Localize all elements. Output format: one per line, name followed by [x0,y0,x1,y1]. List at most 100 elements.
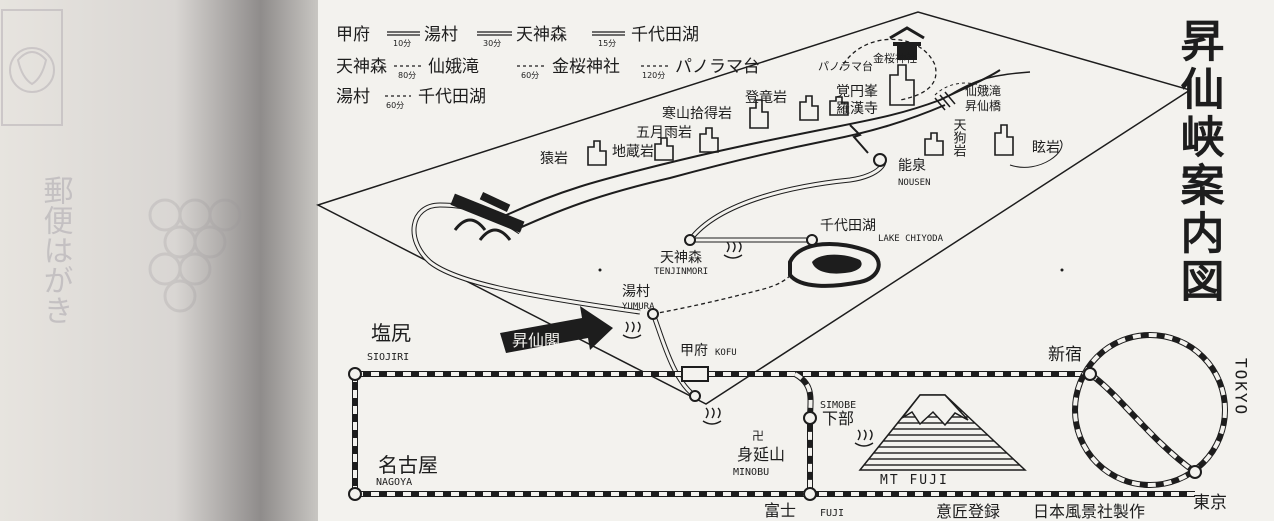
route-text-tenjin-2: 天神森 [336,57,387,77]
route-text-tenjin: 天神森 [516,25,567,45]
nagoya-station-marker [348,487,362,501]
route-time-7: 60分 [386,101,404,110]
rail-chuo-tokyo-dash [1088,372,1197,474]
river-upstream [949,71,1031,96]
route-line-3 [592,31,625,36]
trail-to-panorama [934,82,991,96]
shosenkaku-label: 昇仙閣 [512,331,560,350]
station-label-minobu: 身延山 [737,445,785,464]
route-text-chiyoda: 千代田湖 [631,25,699,45]
tenjinmori-marker [684,234,696,246]
route-text-chiyoda-2: 千代田湖 [418,87,486,107]
rock-icon-toryu [799,95,819,121]
route-text-kofu: 甲府 [336,25,370,45]
shiojiri-station-marker [348,367,362,381]
railway [348,332,1228,501]
route-text-yumura-2: 湯村 [336,87,370,107]
bridge-icon [450,193,525,241]
route-text-panorama: パノラマ台 [675,57,760,77]
station-label-shiojiri: 塩尻 [371,321,411,345]
route-line-1 [387,31,420,36]
postage-stamp [1,9,63,126]
rail-yamanote-dash [1073,333,1227,487]
station-label-shiojiri-en: SIOJIRI [367,352,409,363]
simobe-station-marker [803,411,817,425]
place-label-kofu-en: KOFU [715,348,737,358]
route-time-3: 15分 [598,39,616,48]
station-label-simobe-en: SIMOBE [820,400,856,411]
rock-icon-kanzan [749,99,769,129]
place-label-kofu: 甲府 [680,343,708,359]
speck [1060,268,1064,272]
place-label-yumura-en: YUMURA [622,302,655,312]
route-text-yumura: 湯村 [424,25,458,45]
place-label-chiyoda: 千代田湖 [820,218,876,234]
station-label-minobu-en: MINOBU [733,467,769,478]
route-time-2: 30分 [483,39,501,48]
label-mt-fuji: MT FUJI [880,473,949,488]
rock-label-gogatsu: 五月雨岩 [636,125,692,141]
kofu-spur-marker [689,390,701,402]
station-label-nagoya: 名古屋 [378,453,438,477]
rock-icon-kakuen [829,96,849,116]
rock-icon-gen [994,124,1014,156]
route-line-2 [477,31,512,36]
trail-gen [1009,139,1063,168]
footer-publisher: 日本風景社製作 [1033,502,1145,521]
place-label-nousen: 能泉 [898,157,926,174]
lake-chiyoda-water [812,254,862,274]
rock-label-saru: 猿岩 [540,151,568,167]
station-label-tokyo: 東京 [1193,493,1227,513]
rock-icon-tengu [924,132,944,156]
stairs-icon [849,124,869,154]
rock-icons [587,64,1014,166]
chiyoda-marker [806,234,818,246]
station-label-shinjuku: 新宿 [1048,345,1082,365]
rock-label-tengu: 天狗岩 [951,118,967,157]
rock-label-toryu: 登竜岩 [745,89,787,106]
yumura-marker [647,308,659,320]
road-yumura-kofu-inner [651,313,696,398]
ara-river-north-bank [499,69,1001,219]
route-time-6: 120分 [642,71,665,80]
map-title: 昇仙峡案内図 [1173,18,1225,306]
speck [598,268,602,272]
place-label-kinpu: 金桜神社 [873,51,917,65]
ara-river-south-bank [514,104,946,231]
place-label-panorama: パノラマ台 [818,59,873,73]
place-label-tenjin: 天神森 [660,250,702,266]
station-label-fuji-en: FUJI [820,508,844,519]
rock-icon-kakuen-peak [889,64,915,106]
tokyo-station-marker [1188,465,1202,479]
waterfall-icon [934,91,956,111]
grape-watermark-icon [148,198,242,313]
onsen-icon-kofu [702,407,722,425]
station-label-fuji: 富士 [764,501,796,520]
onsen-icons [622,241,874,447]
shosenkaku-arrow-icon: 昇仙閣 [500,306,613,353]
rock-label-gen: 眩岩 [1032,140,1060,156]
shrine-icon [889,26,925,60]
rock-icon-jizo [654,137,674,161]
place-label-senga: 仙娥滝 [965,84,1001,98]
trail-kinpu [839,38,937,101]
rock-label-kakuen: 覚円峯 [836,84,878,100]
station-label-nagoya-en: NAGOYA [376,477,412,488]
route-text-senga: 仙娥滝 [428,57,479,77]
rock-icon-gogatsu [699,127,719,153]
postcard-label: 郵便はがき [38,175,73,325]
rock-icon-saru [587,140,607,166]
route-time-1: 10分 [393,39,411,48]
route-text-kinpu: 金桜神社 [552,57,620,77]
route-time-4: 80分 [398,71,416,80]
station-label-tokyo-vertical: TOKYO [1232,358,1251,416]
rock-label-rakanji: 羅漢寺 [836,101,878,117]
route-legend: 甲府 10分 湯村 30分 天神森 15分 千代田湖 天神森 80分 仙娥滝 6… [336,25,760,110]
place-label-yumura: 湯村 [622,283,650,300]
fuji-station-marker [803,487,817,501]
temple-icon: 卍 [752,429,764,443]
shinjuku-station-marker [1083,367,1097,381]
onsen-icon-yumura [622,321,642,339]
left-page [0,0,318,521]
mt-fuji-icon [858,394,1027,471]
